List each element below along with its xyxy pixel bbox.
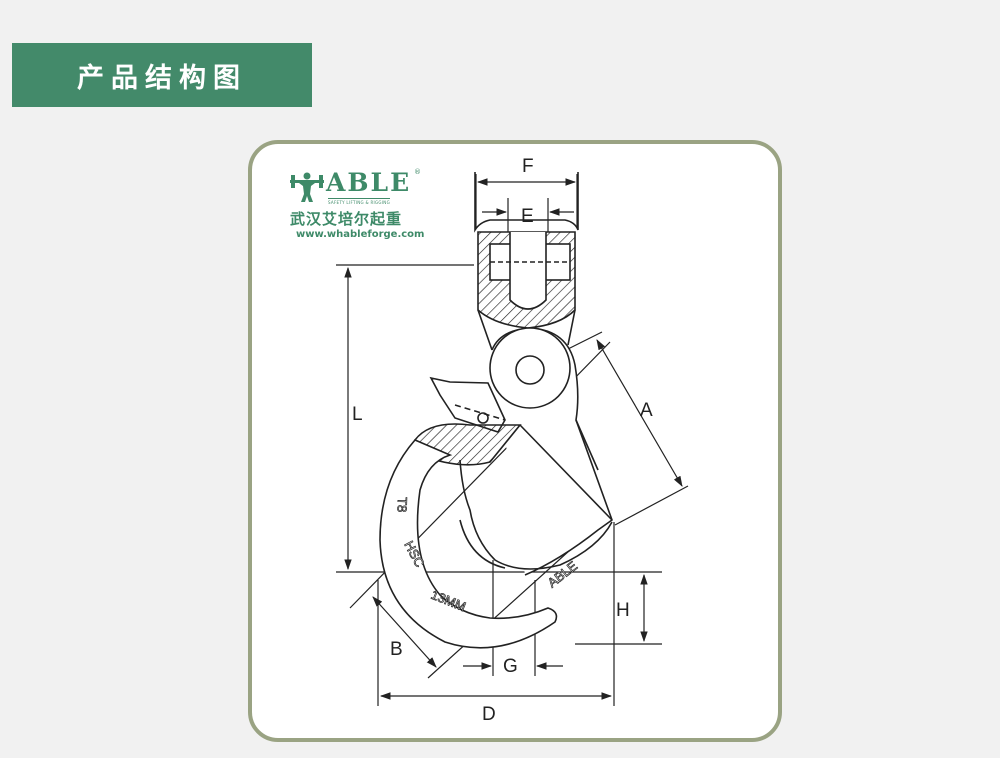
dim-line-B [372,596,437,668]
dimension-arrows [344,178,683,700]
section-title: 产品结构图 [12,43,312,107]
brand-logo: ABLE ® SAFETY LIFTING & RIGGING 武汉艾培尔起重 … [290,168,430,244]
clevis-head [474,172,579,233]
latch-pin [477,412,489,424]
logo-tagline: SAFETY LIFTING & RIGGING [328,198,390,205]
logo-brand-text: ABLE [326,168,412,197]
logo-registered-mark: ® [414,168,421,176]
dim-label-A: A [640,400,653,421]
dim-line-A [596,339,683,487]
logo-chinese-name: 武汉艾培尔起重 [290,210,403,228]
hook-outer-curve [379,439,558,649]
engraving-grade: T8 [394,497,410,513]
dim-label-L: L [352,404,363,425]
hook-drawing [379,172,613,649]
logo-website: www.whableforge.com [296,229,425,240]
dim-label-E: E [521,206,534,227]
dim-label-F: F [522,156,534,177]
weightlifter-icon [290,172,324,202]
eye-hole [515,355,545,385]
dim-label-B: B [390,639,403,660]
dim-label-D: D [482,704,496,725]
dim-label-G: G [503,656,518,677]
dim-label-H: H [616,600,630,621]
hook-throat [459,459,613,570]
